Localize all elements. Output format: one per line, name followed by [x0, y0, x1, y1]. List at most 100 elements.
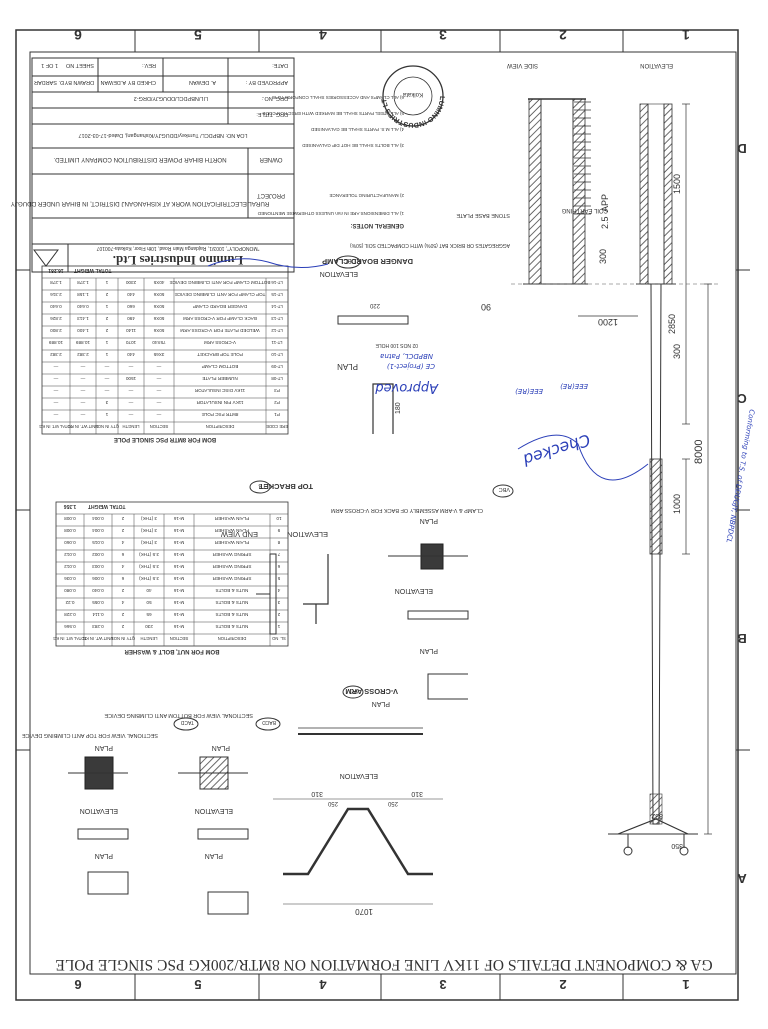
bom-cell: 2	[277, 612, 280, 617]
bom-header-cell: QTY IN NOS	[111, 636, 135, 641]
dbc-elevation: ELEVATION	[320, 270, 358, 277]
tacd-code: TACD	[180, 719, 194, 725]
bom-cell: BOTTOM CLAMP	[202, 364, 239, 369]
drawn-by-label: DRAWN BY :	[61, 79, 94, 85]
v-cross-arm-label: V-CROSS ARM	[345, 687, 398, 696]
bom-cell: 1.400	[77, 328, 89, 333]
bom-cell: 2.382	[77, 352, 89, 357]
elevation-main-label: ELEVATION	[640, 62, 673, 68]
tacd-elevation: ELEVATION	[80, 807, 118, 814]
bom-cell: —	[80, 388, 85, 393]
dim-180: 180	[395, 402, 402, 414]
bom-cell: 3	[105, 400, 108, 405]
col-marker-bottom-2: 2	[559, 977, 566, 992]
vca-elevation: ELEVATION	[340, 772, 378, 779]
eee-re-stamp-1: EEE(RE)	[515, 387, 543, 395]
col-marker-bottom-6: 6	[74, 977, 81, 992]
note-line-1: 1) ALL DIMENSIONS ARE IN mm UNLESS OTHER…	[257, 211, 404, 216]
drg-title-label: DRG. TITLE:	[256, 111, 288, 117]
bom-cell: 10.889	[76, 340, 90, 345]
dim-3000: 300	[672, 344, 682, 359]
bom-cell: M-16	[173, 540, 184, 545]
bom-cell: 3 (THK)	[140, 540, 157, 545]
dim-310a: 310	[411, 790, 423, 797]
drg-no: LIL/NBPDCL/DDUGJY/DRG-2	[134, 95, 208, 101]
company-name: Lumino Industries Ltd.	[113, 253, 243, 268]
bom-cell: LT-12	[271, 328, 283, 333]
dim-2850: 2850	[667, 314, 677, 334]
bom-cell: —	[156, 376, 161, 381]
nbpdcl-stamp: NBPDCL, Patna	[380, 352, 433, 360]
bom-cell: —	[53, 412, 58, 417]
dim-250b: 250	[327, 800, 338, 806]
bom-cell: 0.22	[65, 600, 74, 605]
top-bracket-label: TOP BRACKET	[259, 482, 313, 491]
bom-cell: 3X65	[153, 352, 164, 357]
bom-cell: —	[80, 412, 85, 417]
rotated-drawing-content: 6 5 4 3 2 1 6 5 4 3 2 1 D C B A GA & COM…	[11, 27, 768, 1029]
bom-cell: 3.5 (THK)	[139, 552, 159, 557]
bom-cell: —	[104, 388, 109, 393]
bom-cell: LT-11	[271, 340, 283, 345]
bom-cell: 65	[146, 612, 152, 617]
tb-elevation: ELEVATION	[287, 530, 328, 539]
general-notes-title: GENERAL NOTES:	[350, 222, 404, 228]
bom-cell: 3.5 (THK)	[139, 564, 159, 569]
bom-cell: BACK CLAMP FOR V-CROSS ARM	[183, 316, 257, 321]
drawn-by: D. SARDAR	[34, 79, 64, 85]
stone-base-plate-label: STONE BASE PLATE	[456, 212, 510, 218]
dim-350: 350	[671, 842, 683, 849]
tacd-plan-2: PLAN	[95, 852, 113, 859]
bom-cell: 4	[121, 540, 124, 545]
bacd-elevation: ELEVATION	[195, 807, 233, 814]
bom-cell: 11KV DISC INSULATOR	[194, 388, 245, 393]
bom-cell: 3.5 (THK)	[139, 576, 159, 581]
checked-by: A.DEWAN	[101, 79, 126, 85]
bom-cell: 7	[277, 552, 280, 557]
bom-cell: M-16	[173, 600, 184, 605]
top-bracket-detail: TOP BRACKET TB ELEVATION END VIEW	[220, 480, 329, 635]
dim-832: 832	[651, 812, 663, 819]
bom-header-cell: SL. NO	[271, 636, 285, 641]
bom-header-cell: TOTAL WT. IN KG	[53, 636, 87, 641]
bom-cell: 0.114	[92, 612, 104, 617]
bom-cell: 1500	[125, 376, 136, 381]
bom-cell: 0.004	[92, 528, 104, 533]
bom-header-cell: DESCRIPTION	[218, 636, 247, 641]
bom-cell: M-16	[173, 564, 184, 569]
row-marker-d: D	[737, 141, 746, 156]
bom-cell: 1.278	[77, 280, 89, 285]
bom-cell: 1	[105, 340, 108, 345]
bom-total-value: 16.281	[48, 267, 64, 273]
bom-cell: NUTS & BOLTS	[216, 588, 249, 593]
bom-cell: —	[80, 364, 85, 369]
bom-cell: 2.800	[50, 328, 62, 333]
bom-cell: 2.826	[50, 316, 62, 321]
dbc-hole-note: 02 NOS 100 HOLE	[375, 342, 418, 348]
bacd-detail: SECTIONAL VIEW FOR BOTTOM ANTI CLIMBING …	[104, 712, 281, 915]
bom-cell: 440	[127, 352, 135, 357]
bom-cell: TOP CLAMP FOR ANTI CLIMBING DEVICE	[175, 292, 266, 297]
bom-cell: 0.060	[64, 540, 76, 545]
bom-cell: 5	[277, 576, 280, 581]
bom-cell: —	[53, 364, 58, 369]
bom-cell: 6	[277, 564, 280, 569]
bom-cell: M-16	[173, 612, 184, 617]
general-notes: GENERAL NOTES: 1) ALL DIMENSIONS ARE IN …	[257, 95, 404, 228]
column-markers: 6 5 4 3 2 1 6 5 4 3 2 1 D C B A	[74, 27, 747, 992]
dim-310b: 310	[311, 790, 323, 797]
bom-cell: —	[128, 412, 133, 417]
bom-cell: 0.228	[64, 612, 76, 617]
col-marker-bottom-1: 1	[682, 977, 689, 992]
bom-cell: 40X5	[153, 280, 164, 285]
back-clamp-elevation: ELEVATION	[395, 587, 433, 594]
bom-cell: 1	[277, 624, 280, 629]
v-cross-arm-code: VC	[349, 687, 358, 693]
tb-end-view: END VIEW	[220, 530, 258, 539]
bom-cell: 0.283	[92, 624, 104, 629]
bom-cell: 10	[276, 516, 282, 521]
owner-text: NORTH BIHAR POWER DISTRIBUTION COMPANY L…	[53, 156, 227, 163]
dbc-label: DANGER BOARD CLAMP	[322, 257, 413, 266]
col-marker-bottom-3: 3	[439, 977, 446, 992]
